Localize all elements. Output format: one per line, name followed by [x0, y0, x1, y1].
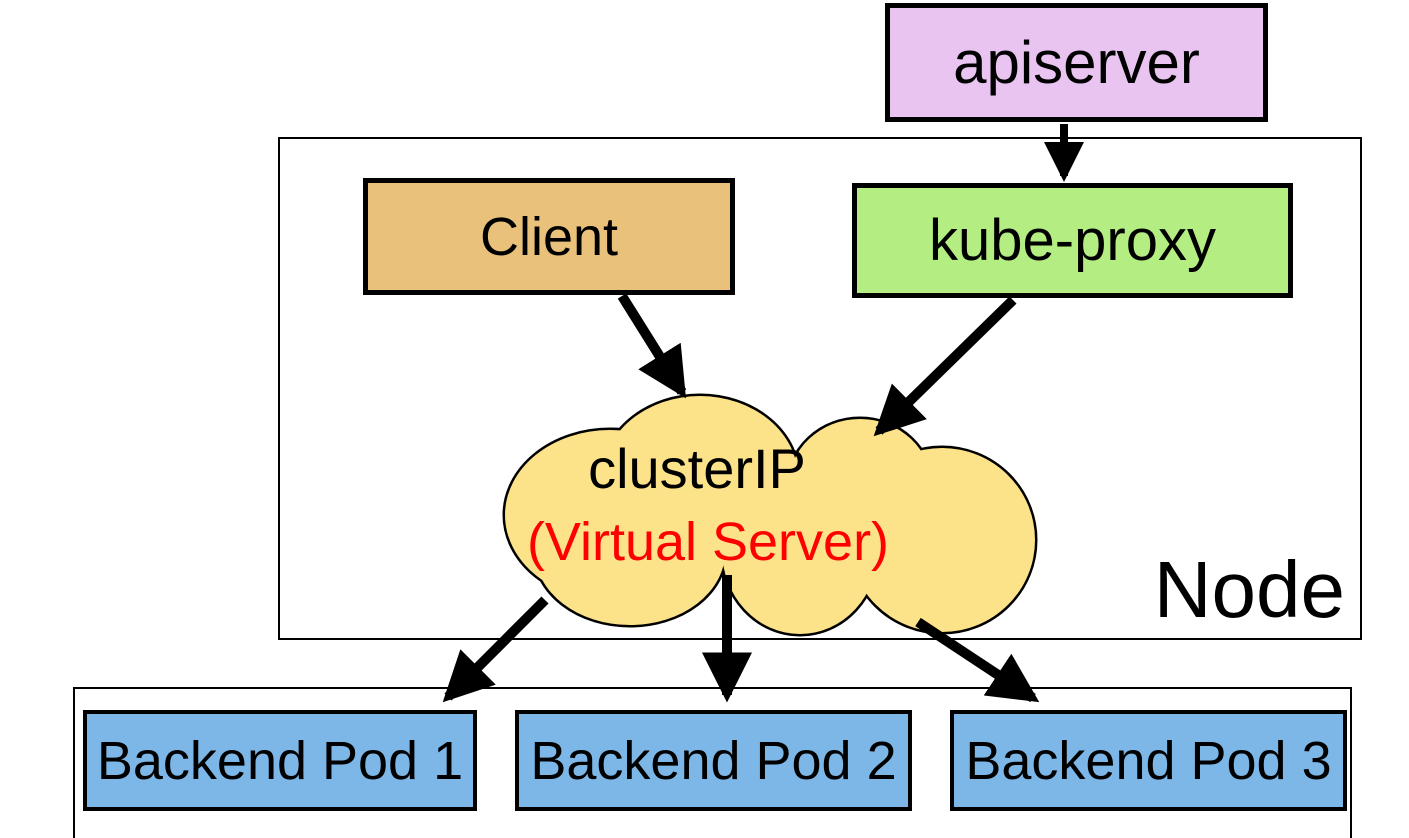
apiserver-box: apiserver [885, 3, 1268, 122]
client-label: Client [479, 206, 619, 267]
kube-proxy-label: kube-proxy [929, 208, 1216, 273]
backend-pod-1-label: Backend Pod 1 [96, 730, 464, 791]
apiserver-label: apiserver [953, 29, 1200, 96]
backend-pod-2-box: Backend Pod 2 [515, 710, 912, 811]
node-boundary-box [278, 137, 1362, 640]
client-box: Client [363, 178, 735, 295]
kube-proxy-box: kube-proxy [852, 183, 1293, 298]
backend-pod-3-box: Backend Pod 3 [950, 710, 1347, 811]
backend-pod-3-label: Backend Pod 3 [965, 730, 1332, 791]
backend-pod-2-label: Backend Pod 2 [530, 730, 897, 791]
backend-pod-1-box: Backend Pod 1 [83, 710, 477, 811]
node-label: Node [1153, 545, 1345, 634]
